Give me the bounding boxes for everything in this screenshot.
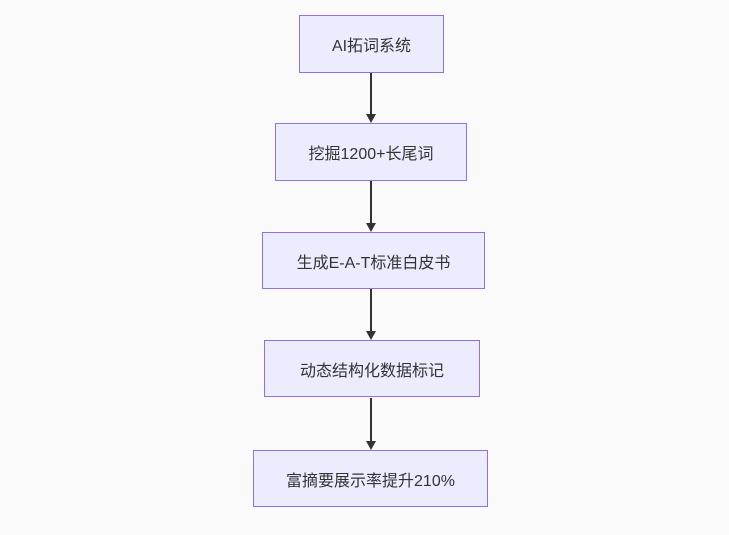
arrowhead-down-icon xyxy=(366,114,376,123)
flow-arrow xyxy=(365,289,377,340)
arrow-line xyxy=(370,398,372,441)
flow-node-label: AI拓词系统 xyxy=(331,38,412,55)
flow-node-label: 挖掘1200+长尾词 xyxy=(308,146,434,163)
flow-arrow xyxy=(365,398,377,450)
arrow-line xyxy=(370,289,372,331)
flow-node-label: 动态结构化数据标记 xyxy=(299,362,444,380)
flow-node-mine-longtail-keywords: 挖掘1200+长尾词 xyxy=(275,123,467,181)
flow-node-dynamic-structured-data-markup: 动态结构化数据标记 xyxy=(264,340,480,397)
flow-node-ai-word-expansion-system: AI拓词系统 xyxy=(299,15,444,73)
arrow-line xyxy=(370,181,372,223)
flow-arrow xyxy=(365,73,377,123)
flow-arrow xyxy=(365,181,377,232)
flow-node-generate-eat-whitepaper: 生成E-A-T标准白皮书 xyxy=(262,232,485,289)
flow-node-rich-snippet-rate-increase: 富摘要展示率提升210% xyxy=(253,450,488,507)
arrow-line xyxy=(370,73,372,114)
arrowhead-down-icon xyxy=(366,223,376,232)
flow-node-label: 富摘要展示率提升210% xyxy=(286,472,455,490)
arrowhead-down-icon xyxy=(366,441,376,450)
flow-node-label: 生成E-A-T标准白皮书 xyxy=(296,254,451,272)
arrowhead-down-icon xyxy=(366,331,376,340)
